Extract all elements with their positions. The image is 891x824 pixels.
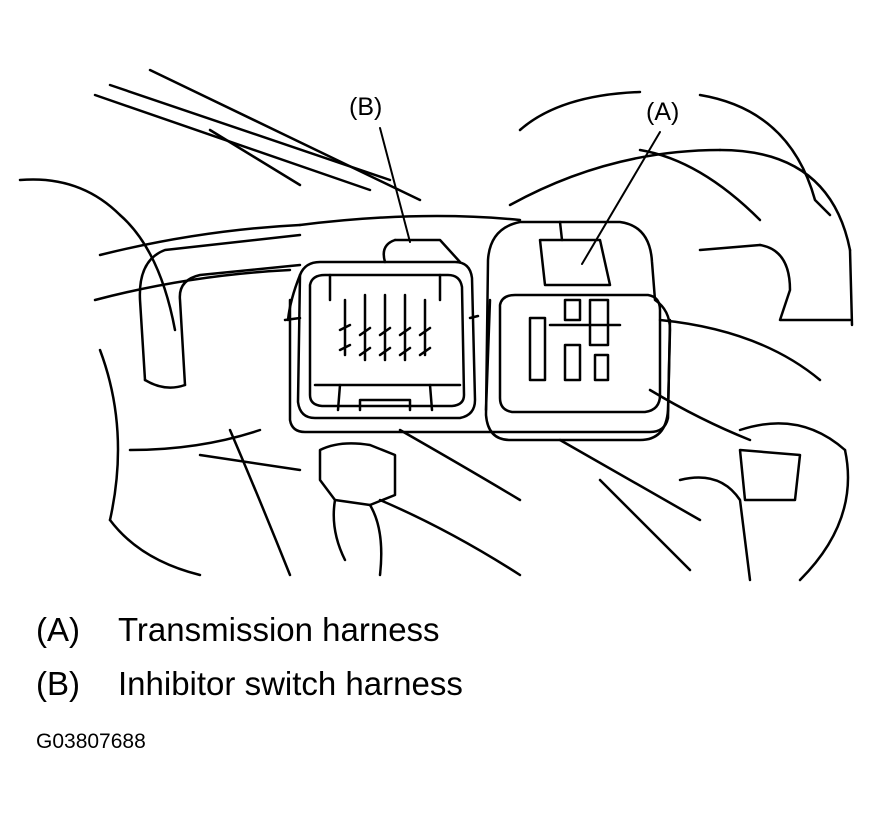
legend-key: (B) [36, 665, 80, 702]
connector-a [484, 220, 672, 442]
bolt [318, 442, 397, 577]
callout-label-a: (A) [646, 98, 680, 126]
connector-b [283, 238, 480, 420]
harness-connector-illustration [18, 68, 854, 582]
legend-item-a: (A) Transmission harness [36, 613, 440, 646]
leader-line-b [379, 127, 411, 243]
figure-id: G03807688 [36, 730, 146, 753]
legend-key: (A) [36, 611, 80, 648]
legend-text: Inhibitor switch harness [118, 665, 463, 702]
callout-label-b: (B) [349, 93, 383, 121]
legend-text: Transmission harness [118, 611, 440, 648]
pipe [138, 233, 302, 389]
transmission-body-lines [18, 68, 854, 582]
leader-line-a [581, 131, 661, 265]
legend-item-b: (B) Inhibitor switch harness [36, 667, 463, 700]
